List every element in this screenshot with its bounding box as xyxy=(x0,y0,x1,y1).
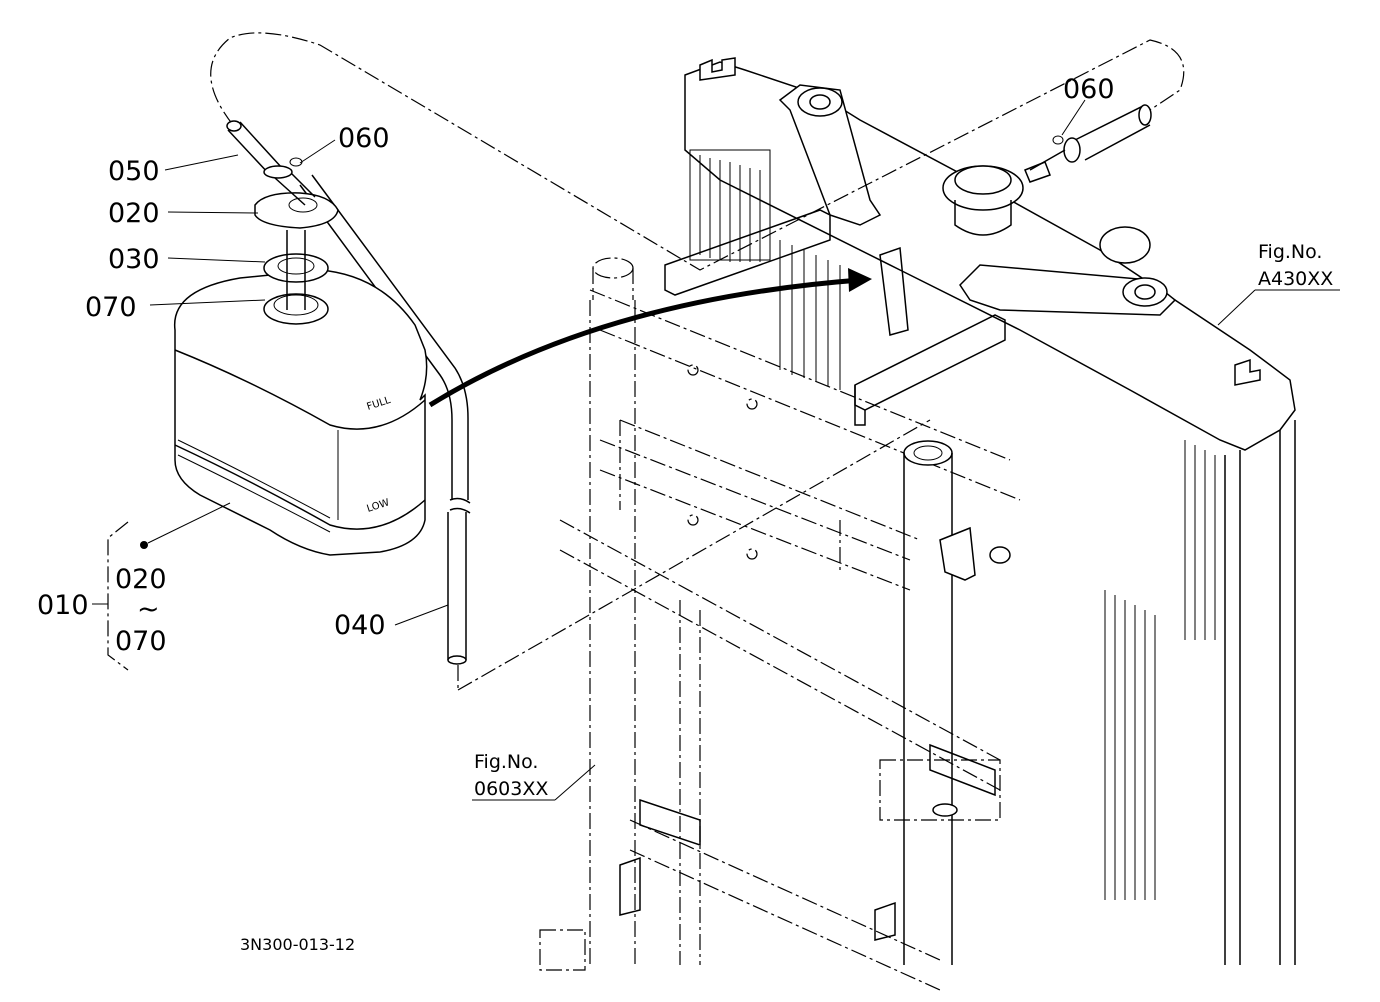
callout-060-right: 060 xyxy=(1063,74,1115,105)
callout-030: 030 xyxy=(108,244,160,275)
frame-phantom xyxy=(539,257,1021,991)
radiator-fig-code: A430XX xyxy=(1258,268,1333,290)
hose-clip-060-right xyxy=(1029,104,1152,171)
radiator-fig-label: Fig.No. xyxy=(1258,241,1322,263)
frame-fig-code: 0603XX xyxy=(474,778,548,800)
range-tilde: ~ xyxy=(137,594,160,625)
callout-020-range: 020 xyxy=(115,564,167,595)
assembly-bullet xyxy=(140,541,148,549)
radiator xyxy=(664,57,1296,965)
callout-060-left: 060 xyxy=(338,123,390,154)
callout-010: 010 xyxy=(37,590,89,621)
tank-cap-020 xyxy=(254,192,339,229)
drawing-code: 3N300-013-12 xyxy=(240,935,355,954)
leader-lines xyxy=(147,99,1340,801)
callout-040: 040 xyxy=(334,610,386,641)
frame-fig-label: Fig.No. xyxy=(474,751,538,773)
routing-arrow xyxy=(428,277,861,408)
gasket-030 xyxy=(263,253,329,283)
callout-070-range: 070 xyxy=(115,626,167,657)
assembly-bracket xyxy=(107,521,129,671)
reserve-tank: FULL LOW xyxy=(173,269,428,556)
callout-020-cap: 020 xyxy=(108,198,160,229)
hose-050 xyxy=(226,120,316,206)
routing-arrowhead xyxy=(848,268,872,292)
hose-route-phantom xyxy=(210,32,1185,271)
hose-clip-060-left xyxy=(263,157,303,179)
callout-050: 050 xyxy=(108,156,160,187)
frame-post xyxy=(619,440,1011,965)
dip-tube-070 xyxy=(286,230,306,310)
callout-070: 070 xyxy=(85,292,137,323)
